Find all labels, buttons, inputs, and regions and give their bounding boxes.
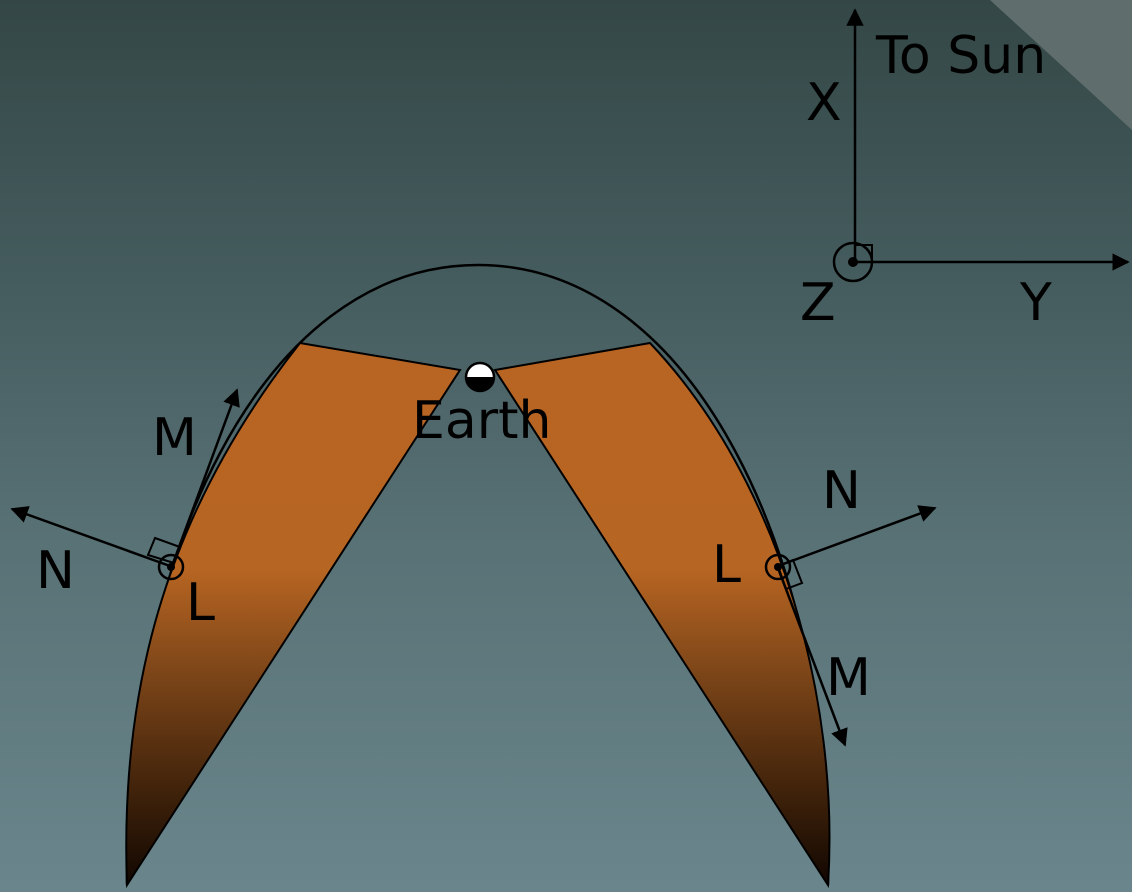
- right-right-angle-marker: [776, 558, 804, 591]
- to-sun-label: To Sun: [875, 26, 1046, 86]
- left-n-label: N: [36, 541, 75, 601]
- corner-fold: [990, 0, 1132, 130]
- right-n-label: N: [822, 461, 861, 521]
- left-right-angle-marker: [146, 536, 182, 565]
- right-lmn-system: [764, 505, 937, 747]
- left-m-label: M: [152, 408, 197, 468]
- left-lmn-system: [10, 388, 240, 581]
- left-l-label: L: [186, 573, 215, 633]
- earth-icon: [464, 361, 496, 393]
- left-magnetosheath-region: [125, 341, 462, 889]
- x-axis-label: X: [806, 73, 842, 133]
- z-axis-label: Z: [800, 273, 836, 333]
- earth-label: Earth: [412, 391, 551, 451]
- left-m-arrow: [170, 388, 240, 567]
- right-angle-marker: [854, 244, 873, 263]
- right-magnetosheath-region: [493, 341, 831, 889]
- right-l-symbol: [764, 553, 792, 581]
- y-axis-label: Y: [1019, 273, 1052, 333]
- right-l-label: L: [712, 535, 741, 595]
- right-m-arrow: [776, 567, 848, 747]
- right-n-arrow: [777, 505, 937, 568]
- coordinate-axes: [832, 8, 1130, 283]
- right-m-label: M: [826, 648, 871, 708]
- left-l-symbol: [157, 553, 185, 581]
- left-n-arrow: [10, 506, 171, 568]
